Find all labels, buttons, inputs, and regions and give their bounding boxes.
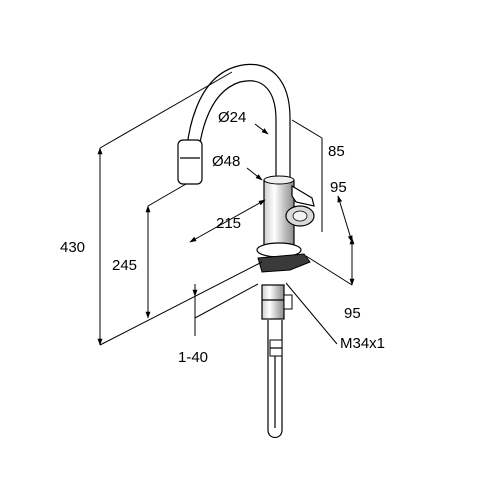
label-245: 245 xyxy=(112,257,137,274)
label-85: 85 xyxy=(328,143,345,160)
label-215: 215 xyxy=(216,215,241,232)
leader-d24 xyxy=(254,123,269,135)
label-thread: M34x1 xyxy=(340,335,385,352)
lever-handle xyxy=(291,184,315,207)
dimension-lines xyxy=(97,71,355,346)
ext-245-top xyxy=(147,183,187,207)
pull-out-head xyxy=(177,139,203,185)
label-1-40: 1-40 xyxy=(178,349,208,366)
ext-140 xyxy=(194,283,259,319)
label-95-top: 95 xyxy=(330,179,347,196)
supply-hose-left xyxy=(267,320,283,439)
column-top xyxy=(263,175,295,185)
ext-430-bottom xyxy=(99,261,263,346)
label-d24: Ø24 xyxy=(218,109,246,126)
leader-d48 xyxy=(246,167,263,181)
faucet xyxy=(177,63,315,439)
ext-95-bottom xyxy=(305,255,353,286)
leader-thread xyxy=(285,282,338,345)
label-95-bottom: 95 xyxy=(344,305,361,322)
dim-215-line xyxy=(189,199,266,243)
spout-arc xyxy=(185,63,291,182)
lever-cap-center xyxy=(292,210,308,222)
dim-95-top-line xyxy=(337,195,353,243)
ext-430-top xyxy=(99,71,233,149)
base-plate xyxy=(257,253,311,273)
mounting-clip xyxy=(283,294,293,310)
dimension-labels: Ø24 Ø48 85 95 215 430 245 95 1-40 M34x1 xyxy=(60,109,385,366)
ext-85-top xyxy=(291,119,323,139)
label-430: 430 xyxy=(60,239,85,256)
label-d48: Ø48 xyxy=(212,153,240,170)
mounting-block xyxy=(261,284,285,320)
